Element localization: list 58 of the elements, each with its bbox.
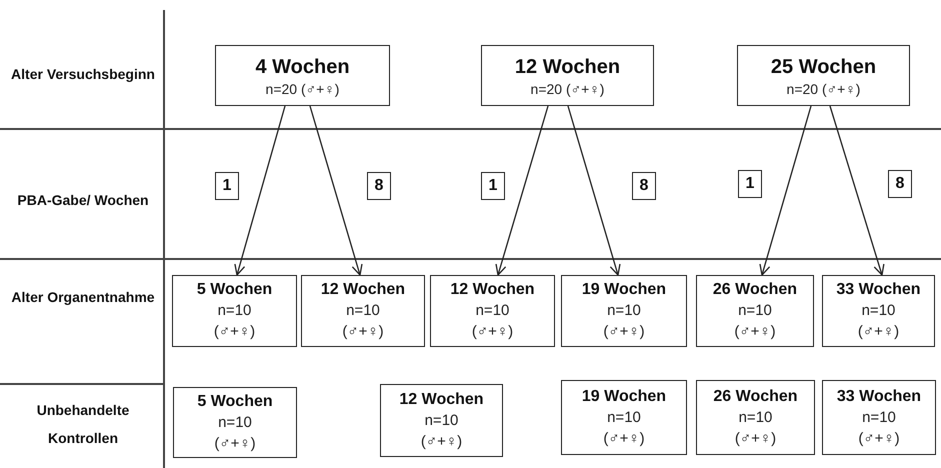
group-age: 5 Wochen xyxy=(197,392,273,412)
edge-label: 1 xyxy=(738,170,762,198)
group-age: 12 Wochen xyxy=(399,390,484,410)
arrow xyxy=(759,106,812,276)
arrow xyxy=(567,106,621,276)
edge-label: 8 xyxy=(632,172,656,200)
group-size: n=10 (♂+♀) xyxy=(857,408,901,448)
group-box xyxy=(696,275,814,347)
group-size: n=20 (♂+♀) xyxy=(530,80,604,98)
group-age: 26 Wochen xyxy=(712,280,798,300)
group-age: 26 Wochen xyxy=(713,386,798,406)
group-size: n=10 (♂+♀) xyxy=(212,301,256,342)
group-box xyxy=(215,45,390,106)
group-box xyxy=(696,380,815,455)
group-age: 5 Wochen xyxy=(196,280,272,300)
group-box xyxy=(301,275,425,347)
group-box xyxy=(822,275,935,347)
group-age: 4 Wochen xyxy=(255,54,350,80)
edge-label: 1 xyxy=(215,172,239,200)
arrow xyxy=(495,106,549,276)
row-label: PBA-Gabe/ Wochen xyxy=(16,191,150,210)
group-box xyxy=(737,45,910,106)
edge-label: 8 xyxy=(888,170,912,198)
group-age: 12 Wochen xyxy=(450,280,535,300)
group-size: n=10 (♂+♀) xyxy=(733,301,777,342)
group-age: 19 Wochen xyxy=(582,386,666,406)
group-size: n=10 (♂+♀) xyxy=(602,408,646,448)
group-box xyxy=(430,275,555,347)
group-size: n=20 (♂+♀) xyxy=(786,80,860,98)
row-label: Unbehandelte Kontrollen xyxy=(36,401,130,448)
group-size: n=10 (♂+♀) xyxy=(470,301,514,342)
row-label: Alter Versuchsbeginn xyxy=(10,65,156,84)
group-size: n=10 (♂+♀) xyxy=(420,410,464,452)
group-age: 19 Wochen xyxy=(582,280,666,300)
group-box xyxy=(380,384,503,457)
group-box xyxy=(481,45,654,106)
group-size: n=10 (♂+♀) xyxy=(341,301,385,342)
group-size: n=20 (♂+♀) xyxy=(266,80,340,98)
group-box xyxy=(561,380,687,455)
group-age: 12 Wochen xyxy=(514,54,620,80)
group-size: n=10 (♂+♀) xyxy=(602,301,646,342)
group-age: 25 Wochen xyxy=(770,54,876,80)
group-size: n=10 (♂+♀) xyxy=(213,412,257,454)
group-box xyxy=(561,275,687,347)
edge-label: 1 xyxy=(481,172,505,200)
group-size: n=10 (♂+♀) xyxy=(734,408,778,448)
group-box xyxy=(173,387,297,458)
group-age: 33 Wochen xyxy=(836,386,922,406)
arrow xyxy=(234,106,286,276)
group-age: 33 Wochen xyxy=(836,280,921,300)
edge-label: 8 xyxy=(367,172,391,200)
group-box xyxy=(822,380,936,455)
group-age: 12 Wochen xyxy=(320,280,406,300)
arrow xyxy=(829,106,884,276)
row-label: Alter Organentnahme xyxy=(10,288,156,307)
group-box xyxy=(172,275,297,347)
group-size: n=10 (♂+♀) xyxy=(856,301,900,342)
arrow xyxy=(309,106,363,276)
